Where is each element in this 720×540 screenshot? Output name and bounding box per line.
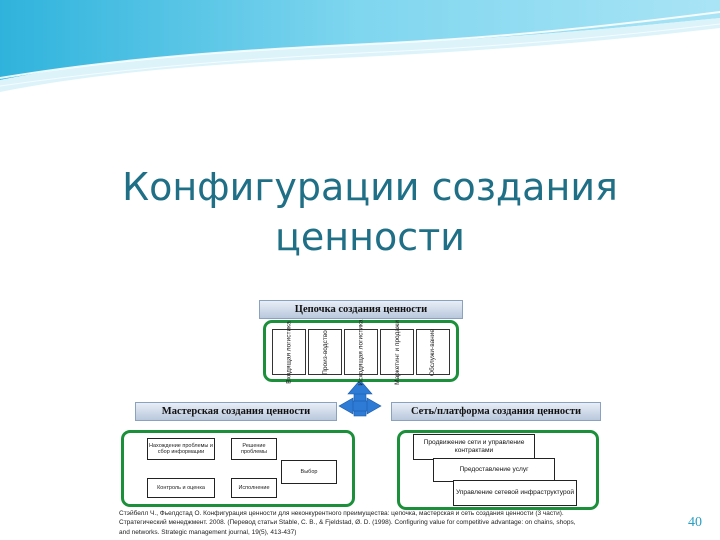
citation-line: and networks. Strategic management journ…	[119, 528, 297, 536]
network-box-service: Предоставление услуг	[433, 458, 555, 482]
network-box-infrastructure: Управление сетевой инфраструктурой	[453, 480, 577, 506]
value-network-header: Сеть/платформа создания ценности	[391, 402, 601, 421]
network-box-promotion: Продвижение сети и управление контрактам…	[413, 434, 535, 460]
slide-title: Конфигурации создания ценности	[122, 165, 618, 259]
three-way-arrow-icon	[338, 379, 382, 417]
value-chain-frame: Входящая логистика Произ-водство Исходящ…	[263, 319, 459, 385]
chain-cell: Входящая логистика	[272, 321, 306, 383]
chain-cell: Маркетинг и продажи	[380, 320, 414, 384]
shop-box-choice: Выбор	[281, 460, 337, 484]
shop-box-solution: Решение проблемы	[231, 438, 277, 460]
citation-line: Стэйбелл Ч., Фьелдстад О. Конфигурация ц…	[119, 510, 564, 517]
shop-box-control: Контроль и оценка	[147, 478, 215, 498]
chain-cell: Обслужи-вание	[416, 328, 450, 376]
shop-box-problem: Нахождение проблемы и сбор информации	[147, 438, 215, 460]
citation: Стэйбелл Ч., Фьелдстад О. Конфигурация ц…	[119, 509, 605, 537]
citation-line: Стратегический менеджмент. 2008. (Перево…	[119, 519, 576, 527]
chain-cell: Произ-водство	[308, 329, 342, 375]
shop-box-execution: Исполнение	[231, 478, 277, 498]
value-configuration-diagram: Цепочка создания ценности Входящая логис…	[115, 296, 605, 540]
value-shop-header: Мастерская создания ценности	[135, 402, 337, 421]
page-number: 40	[688, 515, 702, 530]
chain-cell: Исходящая логистика	[344, 319, 378, 385]
value-chain-header: Цепочка создания ценности	[259, 300, 463, 319]
header-wave-decoration	[0, 0, 720, 92]
